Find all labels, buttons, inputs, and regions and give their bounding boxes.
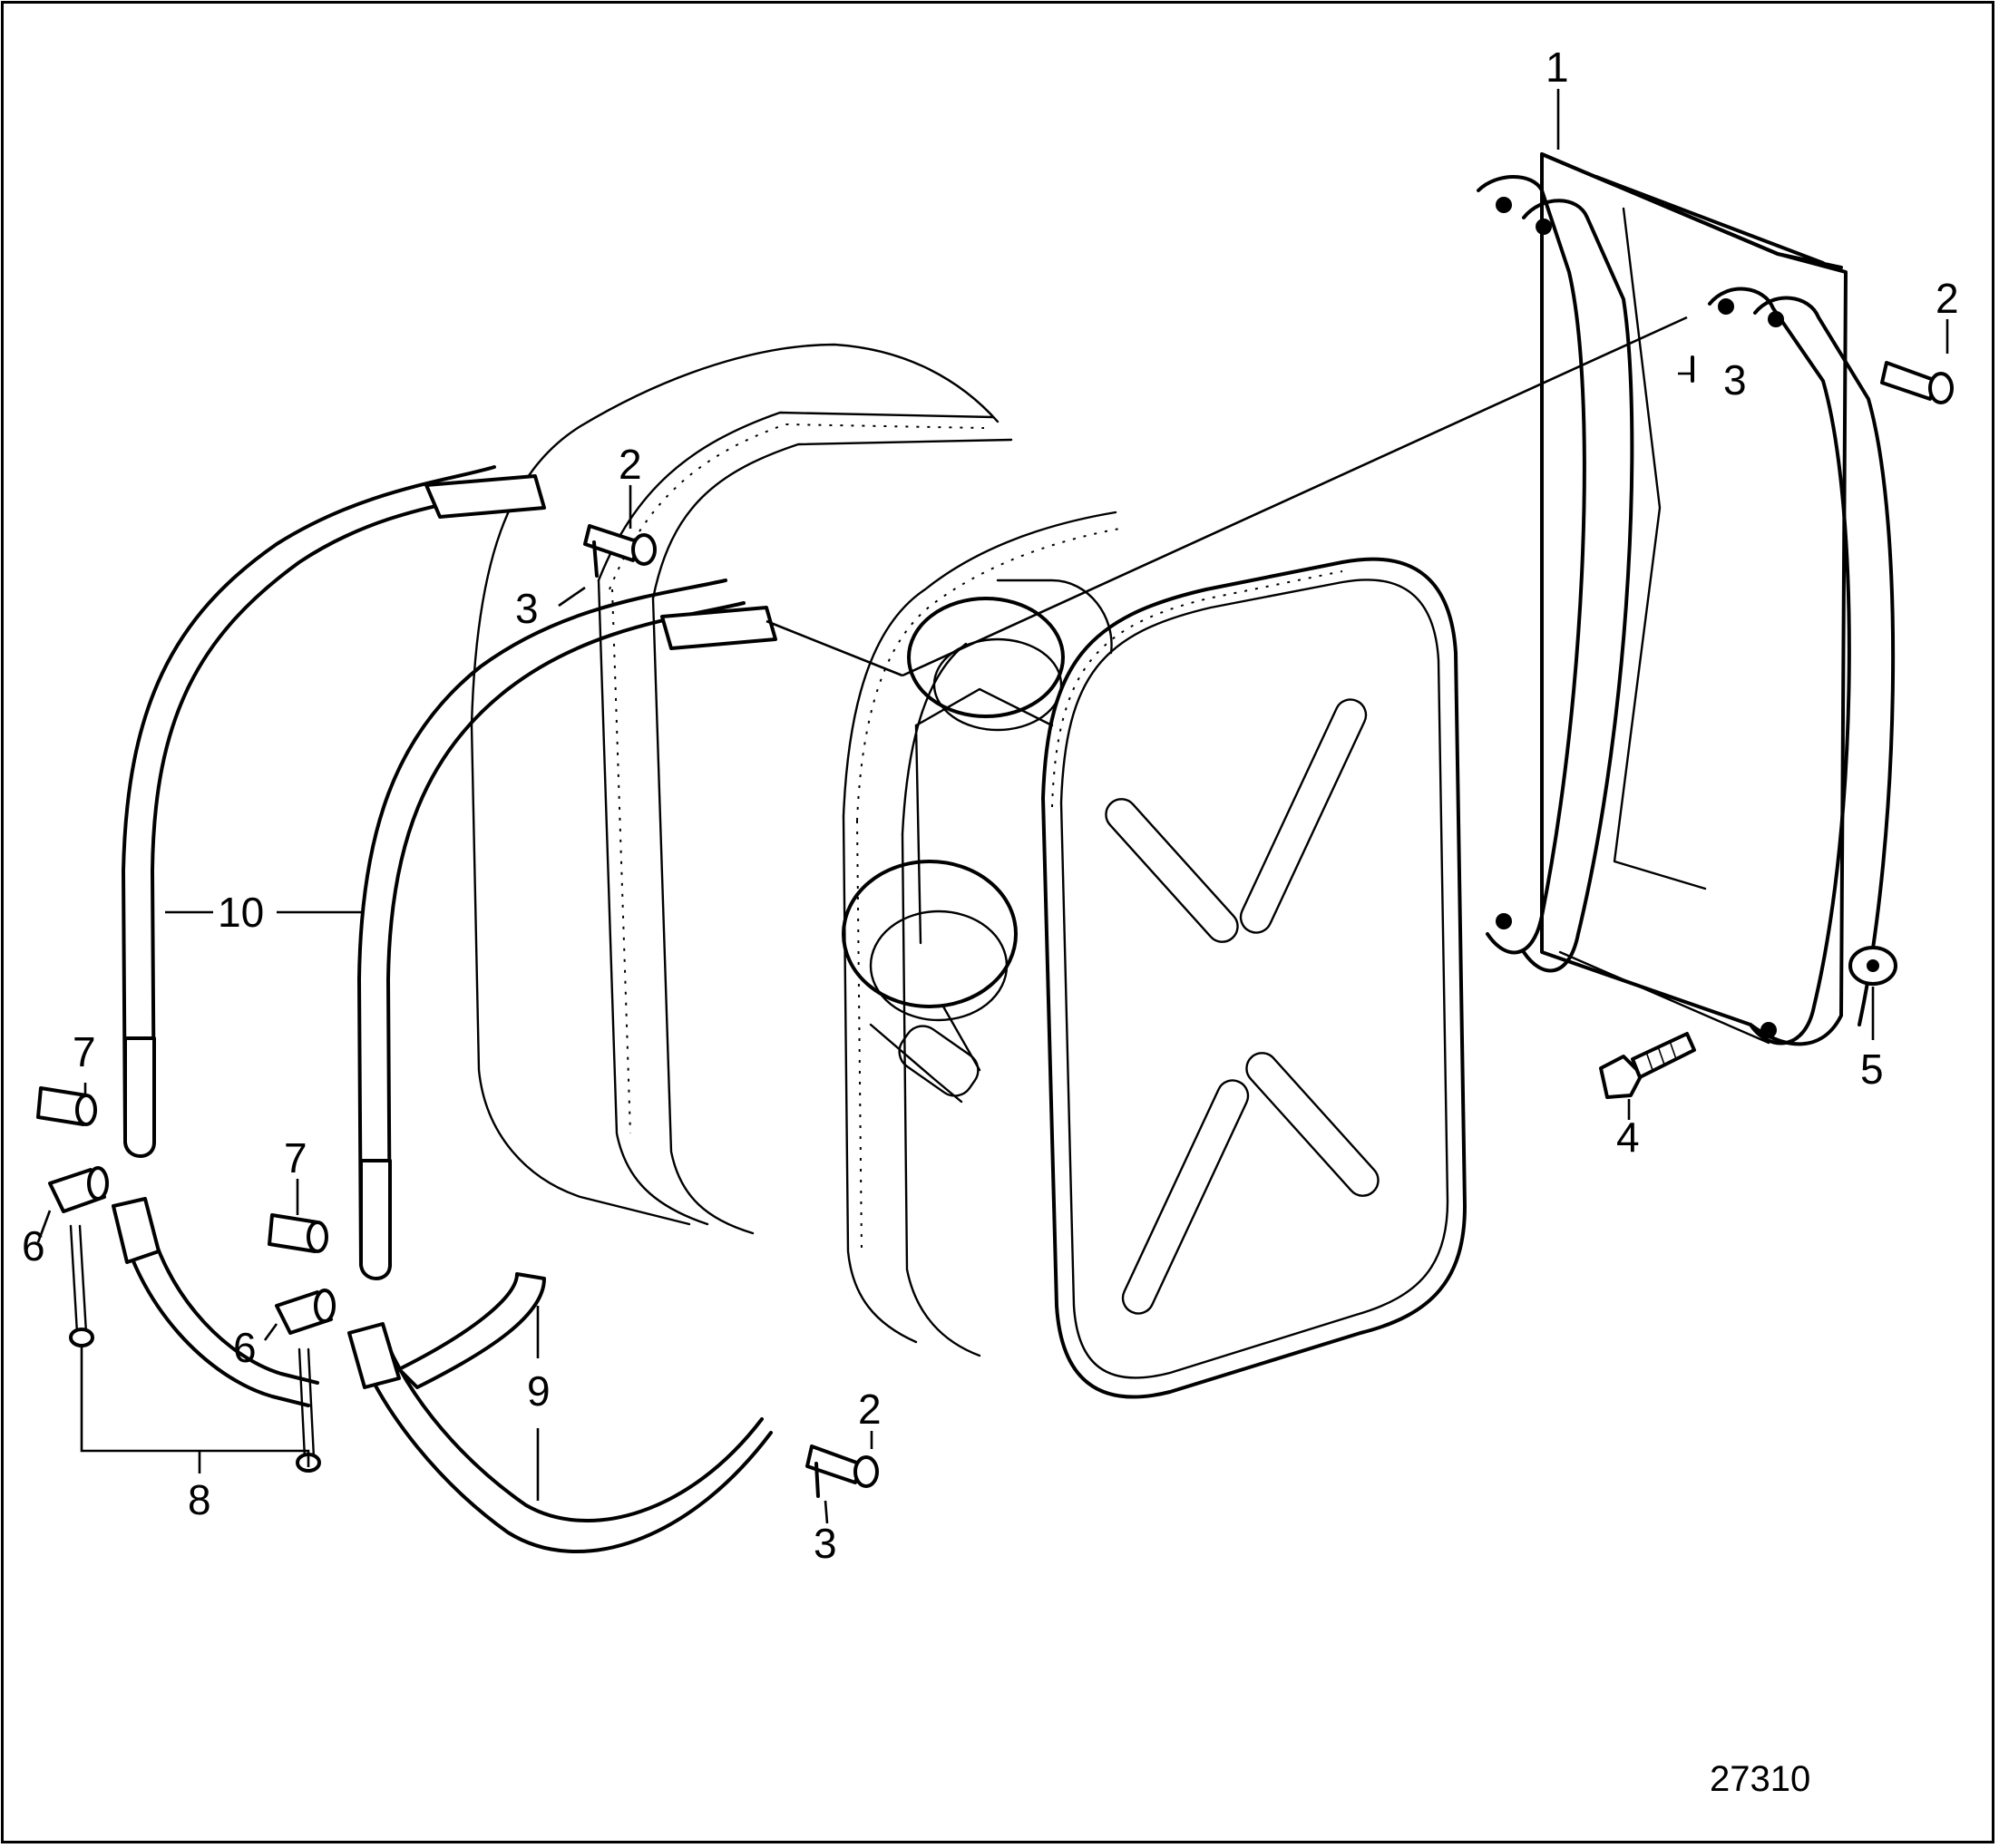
bolt-8-a (69, 1224, 94, 1347)
bolt-4 (1599, 1032, 1696, 1099)
document-number: 27310 (1710, 1759, 1810, 1799)
split-pin-3-c (814, 1462, 820, 1498)
split-pin-3-a (592, 540, 599, 578)
callout-10: 10 (218, 889, 264, 936)
spacer-6-b (275, 1289, 336, 1335)
callout-3-bracket: 3 (1723, 356, 1747, 404)
callout-2-lower: 2 (858, 1386, 882, 1433)
bracket-1 (1477, 152, 1896, 1046)
pin-2-lower (805, 1444, 879, 1488)
callout-6-left: 6 (22, 1222, 45, 1269)
callout-5: 5 (1860, 1046, 1884, 1093)
nut-5 (1848, 946, 1897, 986)
strap-10-right (357, 579, 777, 1280)
callout-4: 4 (1616, 1114, 1640, 1161)
spacer-6-a (48, 1166, 109, 1213)
tank (470, 343, 1467, 1399)
spacer-7-a (36, 1086, 97, 1126)
strap-10-left (122, 465, 546, 1158)
callout-7-left: 7 (73, 1028, 96, 1075)
callout-1: 1 (1546, 44, 1569, 91)
callout-2-upper: 2 (619, 441, 642, 488)
pin-2-upper-right (1880, 361, 1954, 404)
strap-9 (112, 1197, 773, 1553)
callout-2-bracket: 2 (1936, 275, 1959, 322)
spacer-7-b (268, 1213, 328, 1253)
callouts: 1 2 3 2 3 2 3 4 5 6 6 7 7 8 9 10 27310 (22, 44, 1959, 1799)
callout-8: 8 (188, 1476, 211, 1523)
callout-3-upper: 3 (515, 585, 539, 632)
pin-2-upper-left (583, 524, 657, 566)
callout-6-center: 6 (233, 1324, 257, 1371)
leader-lines (36, 89, 1949, 1524)
callout-3-lower: 3 (814, 1520, 837, 1567)
callout-7-center: 7 (284, 1134, 307, 1182)
callout-9: 9 (527, 1367, 551, 1415)
